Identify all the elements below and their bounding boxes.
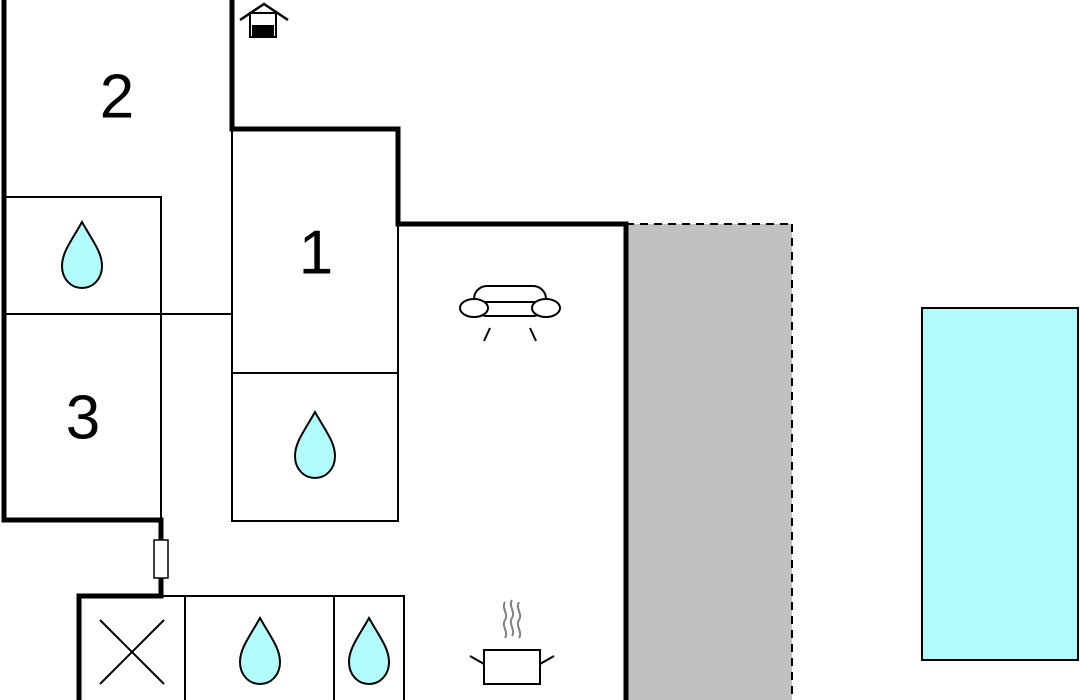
wall-kitchen-block xyxy=(76,578,164,700)
water-drop-icon xyxy=(239,617,281,685)
terrace-fill xyxy=(626,224,792,700)
sofa-icon xyxy=(459,285,561,342)
cooking-pot-icon xyxy=(469,599,555,685)
house-entrance-icon xyxy=(239,2,289,38)
terrace xyxy=(626,223,793,700)
interior-walls xyxy=(4,128,405,700)
room-2-label: 2 xyxy=(100,63,134,132)
water-drop-icon xyxy=(294,411,336,479)
water-drop-icon xyxy=(348,617,390,685)
wall-left-outline xyxy=(1,0,164,540)
bath-left-outline xyxy=(4,196,162,520)
kitchen-block-outline xyxy=(161,595,405,700)
room-1-label: 1 xyxy=(299,219,333,288)
water-drop-icon xyxy=(61,221,103,289)
room-3-label: 3 xyxy=(66,384,100,453)
cross-box-icon xyxy=(99,619,165,685)
swimming-pool xyxy=(921,307,1079,661)
door-icon xyxy=(153,539,169,579)
room-1-block xyxy=(231,128,399,522)
